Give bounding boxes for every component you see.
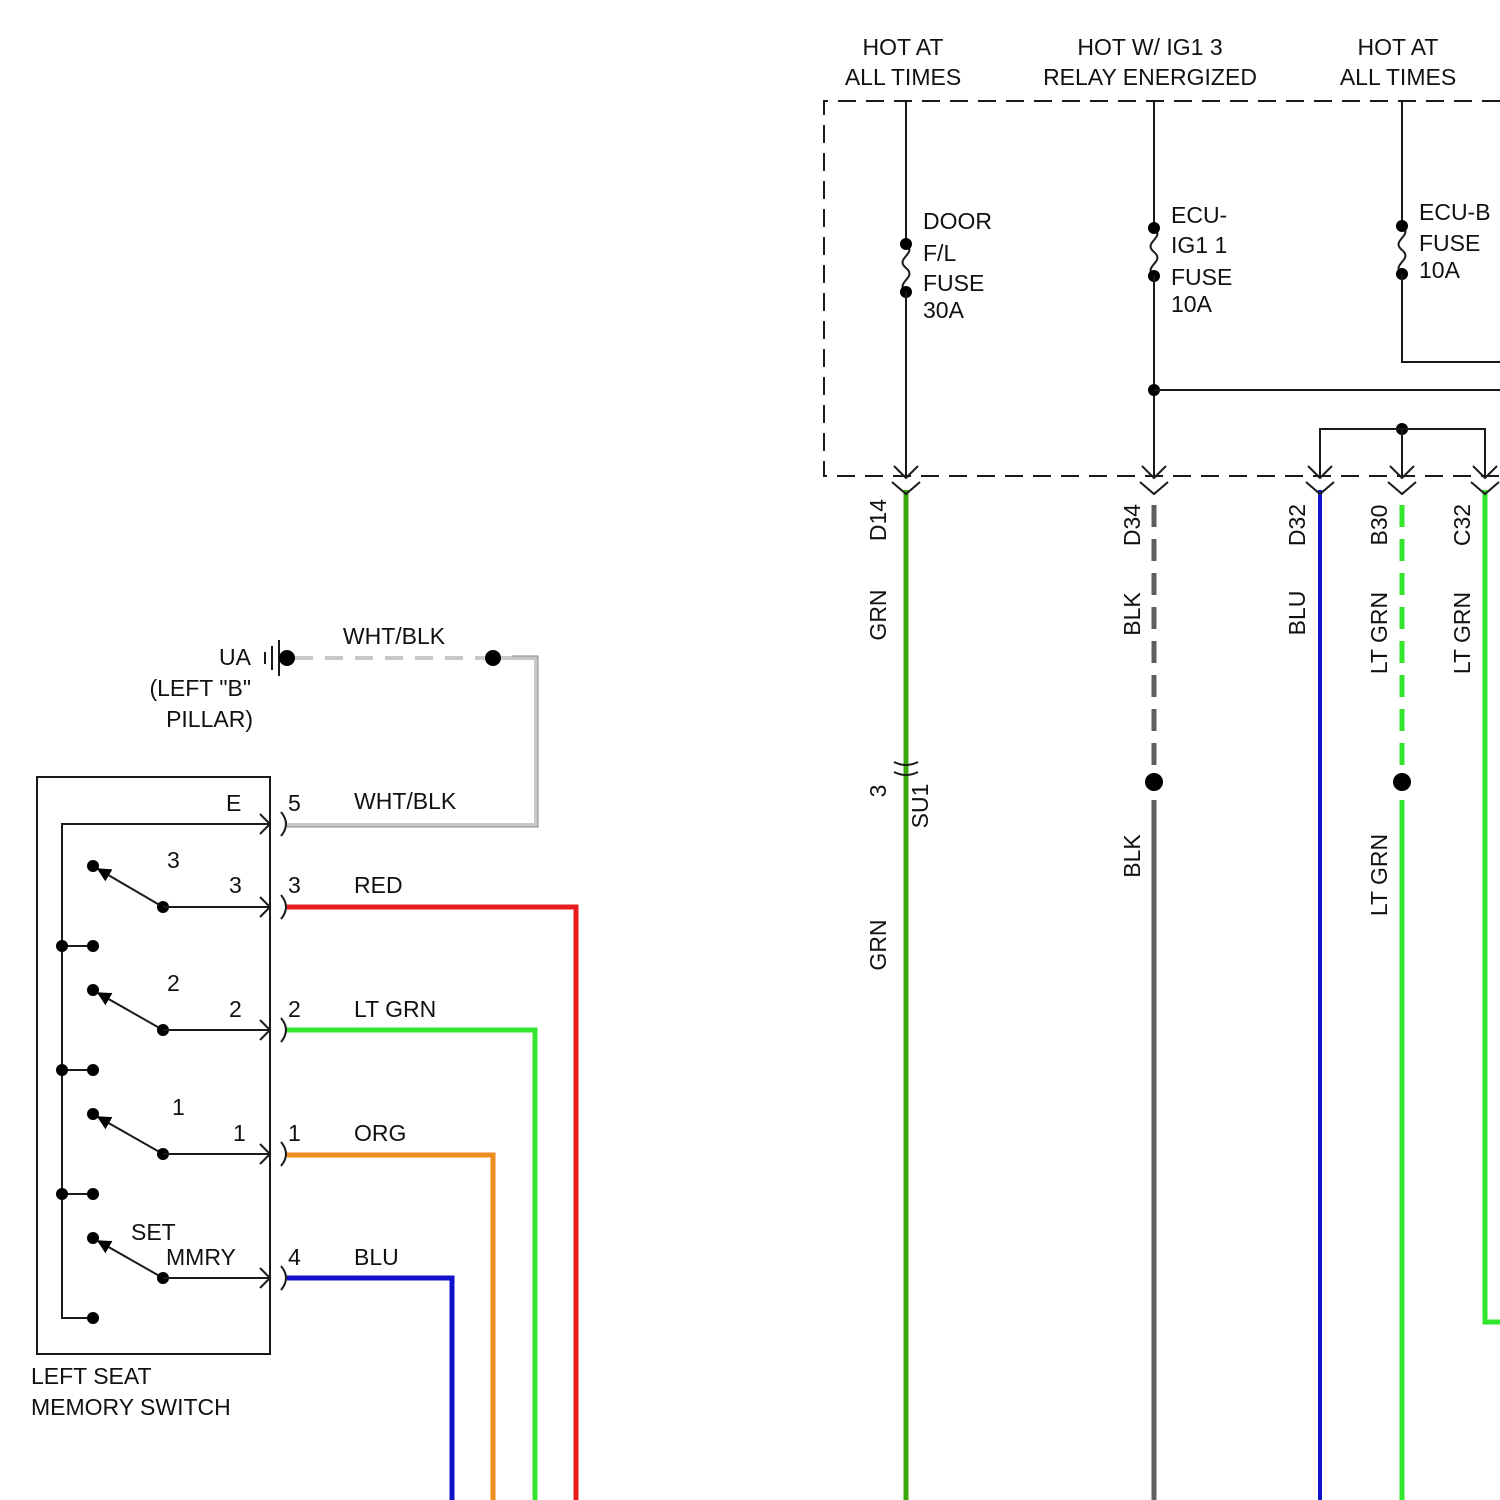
pin-2-wire: LT GRN [354,996,436,1022]
ground-wire-label: WHT/BLK [343,623,446,649]
connector-d34: D34 [1119,504,1145,546]
wire-color-labels: GRN GRN BLK BLK BLU LT GRN LT GRN LT GRN [865,589,1475,970]
switch-1-out-label: 1 [233,1120,246,1146]
switch-2-label: 2 [167,970,180,996]
pin-4: 4 [288,1244,301,1270]
wire-label-lt-grn-c32: LT GRN [1449,592,1475,674]
colored-wires [287,490,1500,1500]
switch-title-line-1: LEFT SEAT [31,1363,152,1389]
wire-label-blk-bottom: BLK [1119,834,1145,878]
fuse-ecu-ig1-label-3: FUSE [1171,264,1232,290]
connector-c32: C32 [1449,504,1475,546]
fuse-ecu-b-label-3: 10A [1419,257,1461,283]
wire-label-blu: BLU [1284,591,1310,636]
connector-b30: B30 [1366,505,1392,546]
switch-2-out-label: 2 [229,996,242,1022]
pin-5: 5 [288,790,301,816]
pin-4-wire: BLU [354,1244,399,1270]
splice-lt-grn [1393,773,1411,791]
pin-2: 2 [288,996,301,1022]
connector-d14: D14 [865,499,891,541]
wire-ltgrn-c32 [1485,490,1500,1322]
fuse-ecu-ig1-label-4: 10A [1171,291,1213,317]
fuse-ecu-b-symbol [1399,226,1406,274]
wire-blu-sw [287,1278,452,1500]
connector-su1: SU1 [907,784,933,829]
door-hot-line-1: HOT AT [863,34,944,60]
wire-label-blk-top: BLK [1119,592,1145,636]
memory-switch [37,777,286,1354]
switch-labels: E 3 3 2 2 1 1 SET MMRY 5 WHT/BLK 3 RED 2… [31,788,457,1420]
fuse-door-symbol [903,244,910,292]
wire-label-grn-top: GRN [865,589,891,640]
ecu-b-hot-line-2: ALL TIMES [1340,64,1456,90]
switch-3-out-label: 3 [229,872,242,898]
ground-location-line-2: PILLAR) [166,706,253,732]
switch-3-label: 3 [167,847,180,873]
fuse-ecu-ig1-symbol [1151,228,1158,276]
fuse-ecu-ig1-label-1: ECU- [1171,202,1227,228]
connector-brackets [892,482,1499,494]
pin-3: 3 [288,872,301,898]
fuse-door-label-3: FUSE [923,270,984,296]
connector-su1-pin: 3 [865,785,891,798]
fuse-ecu-b-label-2: FUSE [1419,230,1480,256]
pin-3-wire: RED [354,872,403,898]
fuse-door-label-1: DOOR [923,208,992,234]
fuse-ecu-ig1-label-2: IG1 1 [1171,232,1227,258]
door-hot-line-2: ALL TIMES [845,64,961,90]
power-labels: HOT AT ALL TIMES HOT W/ IG1 3 RELAY ENER… [845,34,1491,323]
splice-blk [1145,773,1163,791]
switch-1-label: 1 [172,1094,185,1120]
ground-location-line-1: (LEFT "B" [149,675,251,701]
ecu-ig1-hot-line-1: HOT W/ IG1 3 [1077,34,1222,60]
wire-label-grn-bottom: GRN [865,919,891,970]
pin-5-wire: WHT/BLK [354,788,457,814]
wire-org [287,1155,493,1500]
switch-title-line-2: MEMORY SWITCH [31,1394,231,1420]
splices [894,762,1411,791]
ecu-b-hot-line-1: HOT AT [1358,34,1439,60]
switch-e-label: E [226,790,241,816]
wire-label-lt-grn-b30-bottom: LT GRN [1366,834,1392,916]
wire-ltgrn-sw [287,1030,535,1500]
switch-mmry-label: MMRY [166,1244,236,1270]
fuse-ecu-b-label-1: ECU-B [1419,199,1491,225]
fuse-door-label-4: 30A [923,297,965,323]
pin-1-wire: ORG [354,1120,406,1146]
pin-1: 1 [288,1120,301,1146]
wire-label-lt-grn-b30-top: LT GRN [1366,592,1392,674]
ground-labels: WHT/BLK UA (LEFT "B" PILLAR) [149,623,445,732]
fuse-door-label-2: F/L [923,240,956,266]
ground-point-label: UA [219,644,252,670]
switch-set-label: SET [131,1219,176,1245]
connector-d32: D32 [1284,504,1310,546]
ecu-ig1-hot-line-2: RELAY ENERGIZED [1043,64,1257,90]
